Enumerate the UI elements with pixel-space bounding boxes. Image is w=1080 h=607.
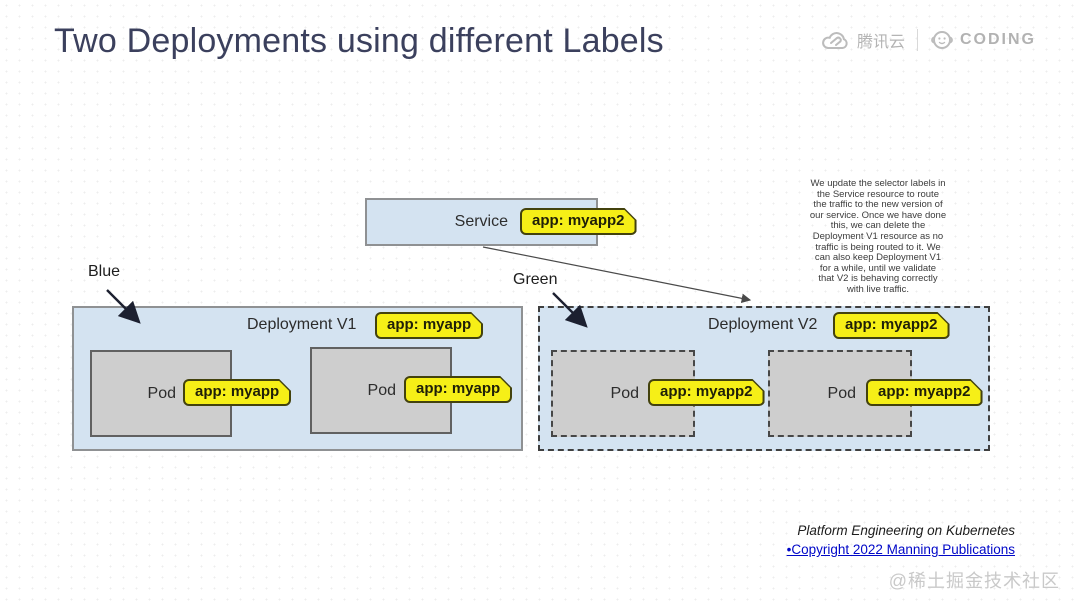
- deployment-v1-title: Deployment V1: [247, 316, 357, 333]
- pod-v1-2-tag: app: myapp: [404, 376, 512, 403]
- pod-v2-2-label: Pod: [827, 384, 856, 402]
- service-label: Service: [454, 213, 508, 230]
- deployment-v2-tag: app: myapp2: [833, 312, 950, 339]
- pod-v1-2-label: Pod: [367, 381, 396, 399]
- annotation-text: We update the selector labels in the Ser…: [809, 178, 947, 295]
- coding-label: CODING: [960, 31, 1036, 48]
- book-title: Platform Engineering on Kubernetes: [797, 523, 1015, 538]
- pod-v1-1-label: Pod: [147, 384, 176, 402]
- deployment-v2-title: Deployment V2: [708, 316, 818, 333]
- attribution: Platform Engineering on Kubernetes •Copy…: [787, 522, 1015, 559]
- tencent-cloud-label: 腾讯云: [856, 34, 905, 51]
- pod-v1-1-tag: app: myapp: [183, 379, 291, 406]
- watermark: @稀土掘金技术社区: [888, 571, 1060, 591]
- pod-v2-1-box: Pod: [551, 350, 695, 437]
- pod-v2-1-tag: app: myapp2: [648, 379, 765, 406]
- brand-logos: 腾讯云 CODING: [821, 28, 1036, 52]
- pod-v2-1-label: Pod: [610, 384, 639, 402]
- coding-logo: CODING: [930, 28, 1036, 52]
- coding-monkey-icon: [931, 31, 953, 49]
- blue-label: Blue: [88, 263, 121, 280]
- logo-divider: [917, 29, 918, 51]
- service-tag: app: myapp2: [520, 208, 637, 235]
- tencent-cloud-logo: 腾讯云: [821, 28, 905, 52]
- tencent-cloud-icon: [822, 32, 848, 49]
- deployment-v1-tag: app: myapp: [375, 312, 483, 339]
- copyright-link[interactable]: •Copyright 2022 Manning Publications: [786, 542, 1015, 557]
- page-title: Two Deployments using different Labels: [54, 22, 664, 60]
- green-label: Green: [513, 271, 558, 288]
- pod-v2-2-tag: app: myapp2: [866, 379, 983, 406]
